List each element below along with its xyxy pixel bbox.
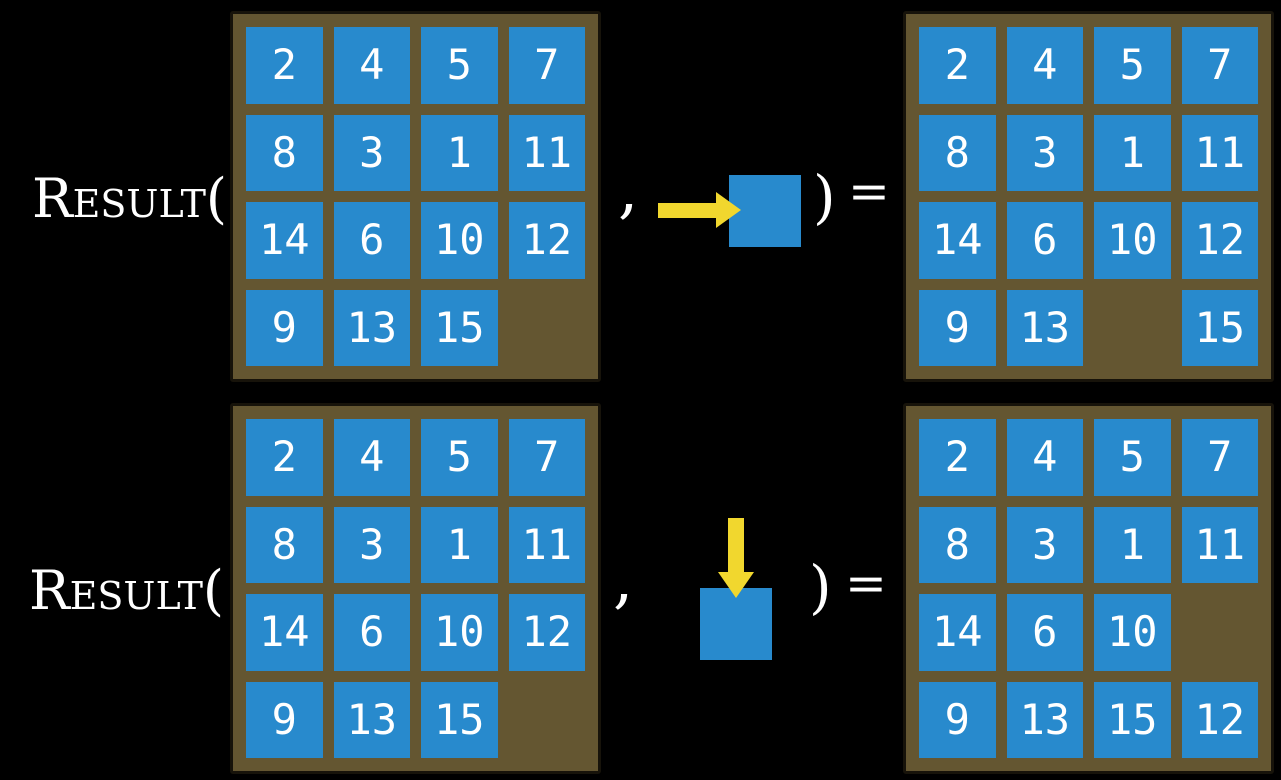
- empty-slot: [509, 290, 586, 367]
- empty-slot: [1182, 594, 1259, 671]
- empty-slot: [1094, 290, 1171, 367]
- puzzle-tile: 1: [1094, 114, 1171, 191]
- puzzle-tile: 14: [919, 594, 996, 671]
- puzzle-tile: 13: [333, 289, 410, 366]
- puzzle-tile: 3: [1006, 506, 1083, 583]
- puzzle-tile: 7: [1181, 419, 1258, 496]
- puzzle-tile: 3: [333, 114, 410, 191]
- puzzle-tile: 2: [246, 27, 323, 104]
- puzzle-tile: 1: [421, 506, 498, 583]
- puzzle-tile: 9: [919, 289, 996, 366]
- equals-sign: =: [845, 554, 887, 612]
- puzzle-tile: 4: [333, 27, 410, 104]
- puzzle-tile: 12: [1181, 681, 1258, 758]
- puzzle-tile: 4: [333, 419, 410, 496]
- puzzle-tile: 14: [919, 202, 996, 279]
- puzzle-tile: 9: [246, 289, 323, 366]
- puzzle-tile: 8: [246, 506, 323, 583]
- puzzle-tile: 6: [333, 594, 410, 671]
- empty-slot: [509, 682, 586, 759]
- puzzle-tile: 11: [1181, 506, 1258, 583]
- puzzle-tile: 4: [1006, 27, 1083, 104]
- puzzle-tile: 10: [421, 594, 498, 671]
- puzzle-tile: 5: [421, 27, 498, 104]
- action-tile-square: [729, 175, 801, 247]
- puzzle-tile: 8: [919, 506, 996, 583]
- puzzle-tile: 3: [1006, 114, 1083, 191]
- puzzle-tile: 1: [1094, 506, 1171, 583]
- result-function-label: Result(: [29, 559, 225, 622]
- puzzle-tile: 14: [246, 202, 323, 279]
- puzzle-tile: 2: [919, 419, 996, 496]
- puzzle-tile: 11: [1181, 114, 1258, 191]
- puzzle-tile: 15: [1181, 289, 1258, 366]
- puzzle-tile: 9: [246, 681, 323, 758]
- puzzle-tile: 7: [508, 419, 585, 496]
- puzzle-tile: 6: [1006, 202, 1083, 279]
- puzzle-tile: 2: [919, 27, 996, 104]
- puzzle-tile: 5: [1094, 27, 1171, 104]
- puzzle-tile: 9: [919, 681, 996, 758]
- puzzle-tile: 11: [508, 506, 585, 583]
- puzzle-tile: 11: [508, 114, 585, 191]
- puzzle-tile: 8: [919, 114, 996, 191]
- arrow-down-head-icon: [718, 572, 754, 598]
- puzzle-tile: 10: [421, 202, 498, 279]
- puzzle-tile: 13: [1006, 289, 1083, 366]
- arrow-right-head-icon: [716, 192, 741, 228]
- puzzle-tile: 1: [421, 114, 498, 191]
- puzzle-tile: 7: [1181, 27, 1258, 104]
- puzzle-tile: 4: [1006, 419, 1083, 496]
- puzzle-tile: 15: [421, 289, 498, 366]
- puzzle-tile: 7: [508, 27, 585, 104]
- puzzle-tile: 5: [1094, 419, 1171, 496]
- puzzle-tile: 6: [333, 202, 410, 279]
- puzzle-tile: 12: [1181, 202, 1258, 279]
- puzzle-tile: 13: [1006, 681, 1083, 758]
- equals-sign: =: [848, 162, 890, 220]
- close-paren: ): [809, 553, 832, 621]
- comma-separator: ,: [618, 153, 639, 227]
- puzzle-tile: 14: [246, 594, 323, 671]
- puzzle-tile: 10: [1094, 202, 1171, 279]
- puzzle-tile: 12: [508, 594, 585, 671]
- puzzle-tile: 10: [1094, 594, 1171, 671]
- puzzle-tile: 2: [246, 419, 323, 496]
- close-paren: ): [813, 163, 836, 231]
- puzzle-tile: 3: [333, 506, 410, 583]
- puzzle-tile: 6: [1006, 594, 1083, 671]
- puzzle-tile: 8: [246, 114, 323, 191]
- action-tile-square: [700, 588, 772, 660]
- comma-separator: ,: [613, 543, 634, 617]
- puzzle-tile: 12: [508, 202, 585, 279]
- puzzle-tile: 15: [1094, 681, 1171, 758]
- result-function-label: Result(: [32, 167, 228, 230]
- puzzle-tile: 13: [333, 681, 410, 758]
- arrow-down-icon: [728, 518, 744, 574]
- arrow-right-icon: [658, 203, 716, 218]
- puzzle-tile: 5: [421, 419, 498, 496]
- puzzle-tile: 15: [421, 681, 498, 758]
